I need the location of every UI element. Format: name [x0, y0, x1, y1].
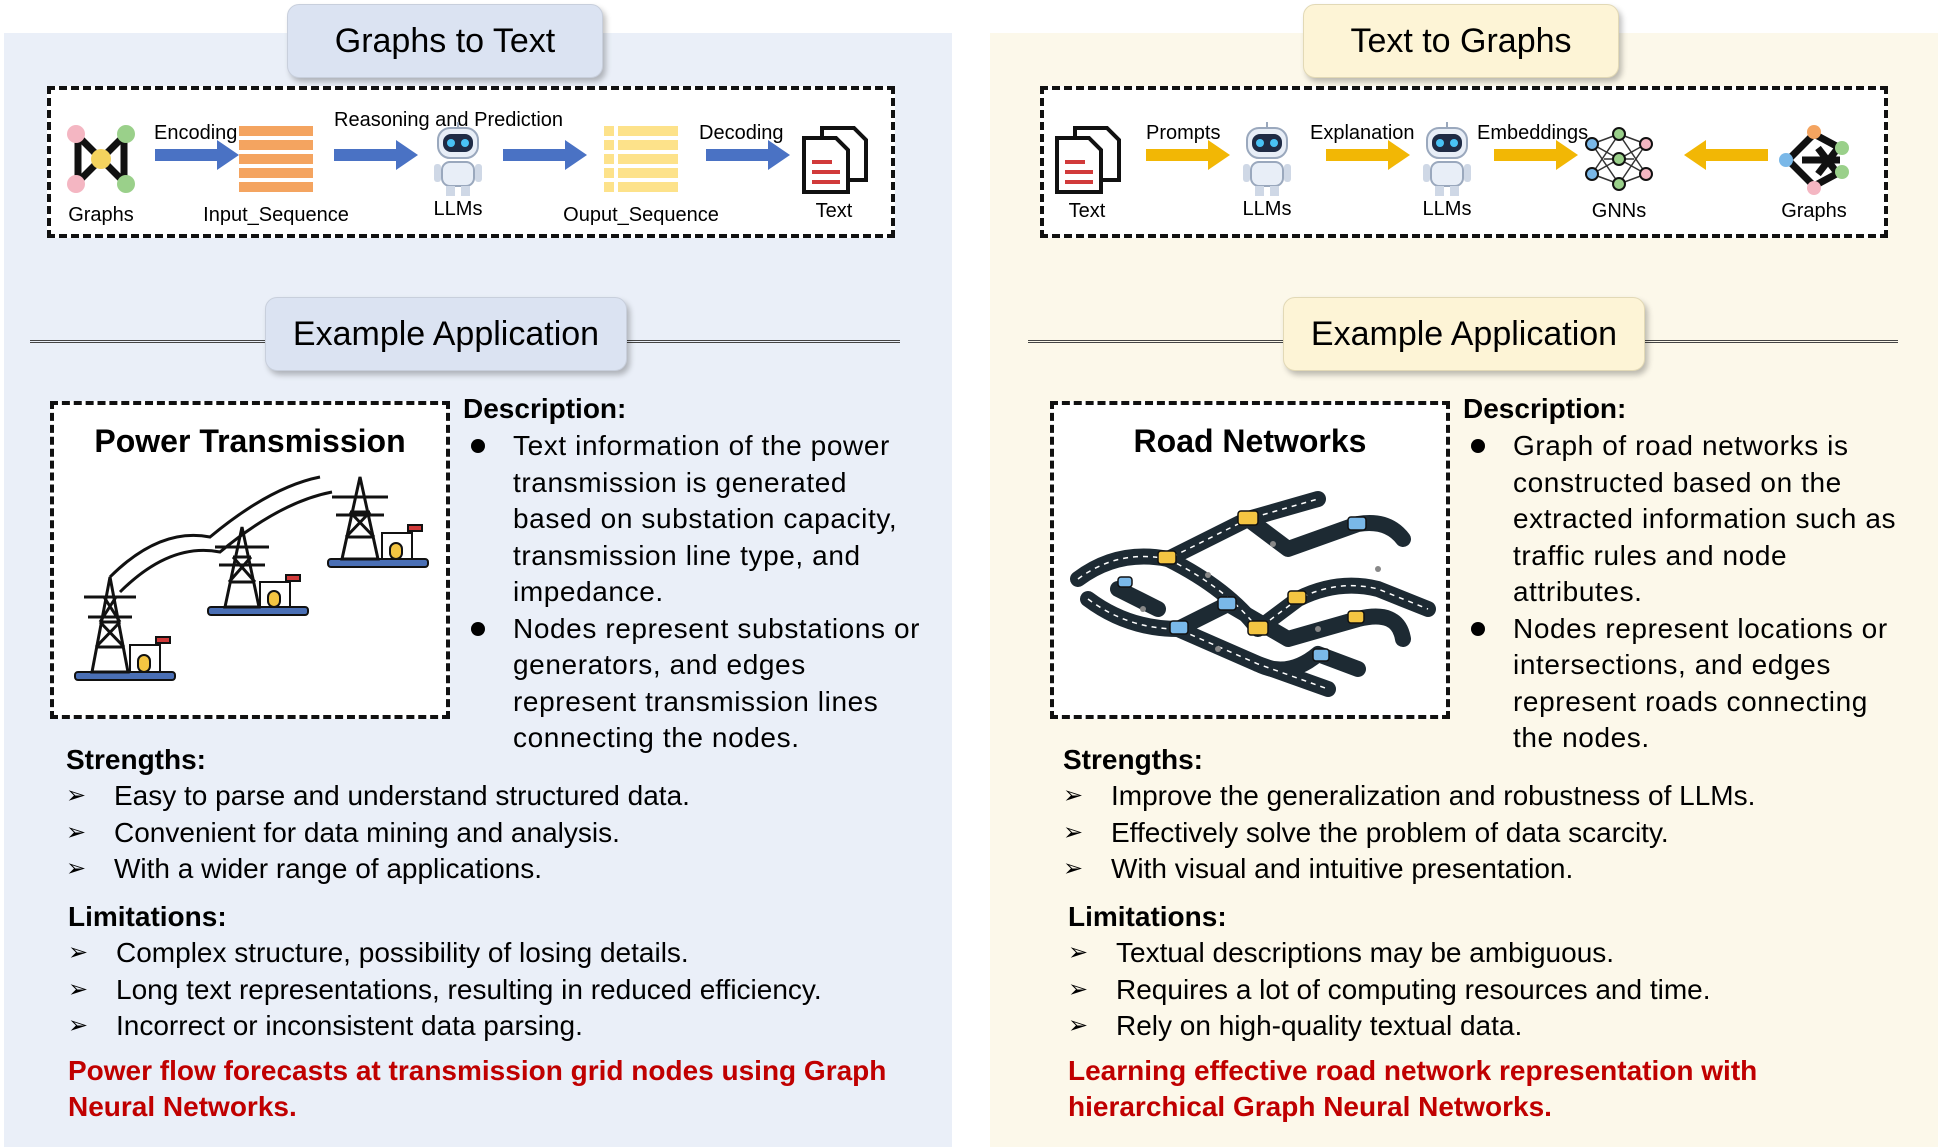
document-icon	[1055, 126, 1121, 194]
robot-icon	[434, 122, 482, 196]
yellow-arrow	[1146, 140, 1230, 170]
left-flow-box: Graphs Encoding Input_Sequence Reasoning…	[47, 86, 895, 238]
road-networks-image-box: Road Networks	[1050, 401, 1450, 719]
strength-item: ➢Effectively solve the problem of data s…	[1063, 816, 1669, 848]
right-strengths-list: ➢Improve the generalization and robustne…	[1063, 778, 1755, 888]
blue-arrow	[503, 140, 587, 170]
robot-icon	[1243, 122, 1291, 196]
right-description-title: Description:	[1463, 393, 1627, 424]
flow-node-label: LLMs	[433, 198, 483, 220]
flow-node-label: Graphs	[1781, 200, 1847, 222]
flow-node-label: Input_Sequence	[203, 204, 349, 226]
right-reference: Learning effective road network represen…	[1068, 1055, 1758, 1122]
strength-item: ➢Improve the generalization and robustne…	[1063, 780, 1756, 811]
power-tower-icon	[74, 475, 429, 681]
yellow-arrow	[1326, 140, 1410, 170]
left-flow-graphs: Graphs	[61, 124, 141, 227]
description-bullet: Graph of road networks is constructed ba…	[1465, 428, 1905, 611]
right-flow-gnns: GNNs	[1579, 124, 1659, 223]
arrow-label-explanation: Explanation	[1310, 122, 1415, 144]
document-icon	[802, 126, 868, 194]
blue-arrow	[334, 140, 418, 170]
flow-node-label: Text	[1068, 200, 1106, 222]
yellow-arrow-left	[1684, 140, 1768, 170]
flow-node-label: Graphs	[68, 204, 134, 226]
flow-node-label: Text	[815, 200, 853, 222]
flow-node-label: GNNs	[1591, 200, 1647, 222]
left-limitations-list: ➢Complex structure, possibility of losin…	[68, 935, 822, 1045]
arrow-label-decoding: Decoding	[699, 122, 784, 144]
description-bullet: Nodes represent substations or generator…	[465, 611, 925, 757]
right-flow-text: Text	[1052, 124, 1122, 223]
left-flow-text: Text	[799, 124, 869, 223]
right-limitations-title: Limitations:	[1068, 901, 1227, 932]
left-header-label: Graphs to Text	[334, 21, 556, 60]
limitation-item: ➢Textual descriptions may be ambiguous.	[1068, 937, 1615, 968]
left-flow-llms: LLMs	[418, 122, 498, 221]
strength-item: ➢Convenient for data mining and analysis…	[66, 816, 620, 848]
left-strengths-title: Strengths:	[66, 744, 206, 775]
left-description-list: Text information of the power transmissi…	[465, 428, 925, 757]
flow-node-label: LLMs	[1242, 198, 1292, 220]
robot-icon	[1423, 122, 1471, 196]
limitation-item: ➢Requires a lot of computing resources a…	[1068, 973, 1711, 1005]
limitation-item: ➢Long text representations, resulting in…	[68, 973, 822, 1005]
arrow-label-encoding: Encoding	[154, 122, 238, 144]
left-flow-output-sequence: Ouput_Sequence	[556, 124, 726, 227]
neural-network-icon	[1585, 127, 1653, 191]
graph-icon	[1779, 125, 1849, 195]
left-header-tab: Graphs to Text	[287, 4, 603, 78]
right-limitations-list: ➢Textual descriptions may be ambiguous. …	[1068, 935, 1711, 1045]
left-limitations-title: Limitations:	[68, 901, 227, 932]
power-transmission-image-box: Power Transmission	[50, 401, 450, 719]
sequence-list-icon	[239, 126, 313, 192]
description-bullet: Nodes represent locations or intersectio…	[1465, 611, 1905, 757]
flow-node-label: LLMs	[1422, 198, 1472, 220]
blue-arrow	[155, 140, 239, 170]
limitation-item: ➢Complex structure, possibility of losin…	[68, 937, 689, 968]
road-networks-title: Road Networks	[1133, 423, 1367, 459]
right-flow-llms-2: LLMs	[1407, 122, 1487, 221]
left-strengths-list: ➢Easy to parse and understand structured…	[66, 778, 690, 888]
graph-icon	[67, 125, 135, 193]
right-example-tab: Example Application	[1283, 297, 1645, 371]
strength-item: ➢With visual and intuitive presentation.	[1063, 853, 1574, 884]
strength-item: ➢Easy to parse and understand structured…	[66, 780, 690, 811]
strength-item: ➢With a wider range of applications.	[66, 853, 542, 884]
limitation-item: ➢Rely on high-quality textual data.	[1068, 1010, 1523, 1041]
right-header-label: Text to Graphs	[1350, 21, 1572, 60]
arrow-label-embeddings: Embeddings	[1477, 122, 1589, 144]
description-bullet: Text information of the power transmissi…	[465, 428, 925, 611]
left-flow-input-sequence: Input_Sequence	[201, 124, 351, 227]
right-flow-graphs: Graphs	[1769, 124, 1859, 223]
right-flow-llms-1: LLMs	[1227, 122, 1307, 221]
arrow-label-reasoning: Reasoning and Prediction	[334, 109, 564, 131]
right-flow-box: Text Prompts LLMs Explanation	[1040, 86, 1888, 238]
right-description-list: Graph of road networks is constructed ba…	[1465, 428, 1905, 757]
left-example-label: Example Application	[292, 314, 600, 353]
right-strengths-title: Strengths:	[1063, 744, 1203, 775]
flow-node-label: Ouput_Sequence	[563, 204, 719, 226]
right-example-label: Example Application	[1310, 314, 1618, 353]
yellow-arrow	[1494, 140, 1578, 170]
left-example-tab: Example Application	[265, 297, 627, 371]
right-header-tab: Text to Graphs	[1303, 4, 1619, 78]
sequence-list-icon	[604, 126, 678, 192]
arrow-label-prompts: Prompts	[1146, 122, 1221, 144]
road-network-icon	[1070, 491, 1436, 697]
power-transmission-title: Power Transmission	[94, 423, 406, 459]
limitation-item: ➢Incorrect or inconsistent data parsing.	[68, 1010, 583, 1041]
blue-arrow	[706, 140, 790, 170]
left-description-title: Description:	[463, 393, 627, 424]
left-reference: Power flow forecasts at transmission gri…	[68, 1055, 887, 1122]
